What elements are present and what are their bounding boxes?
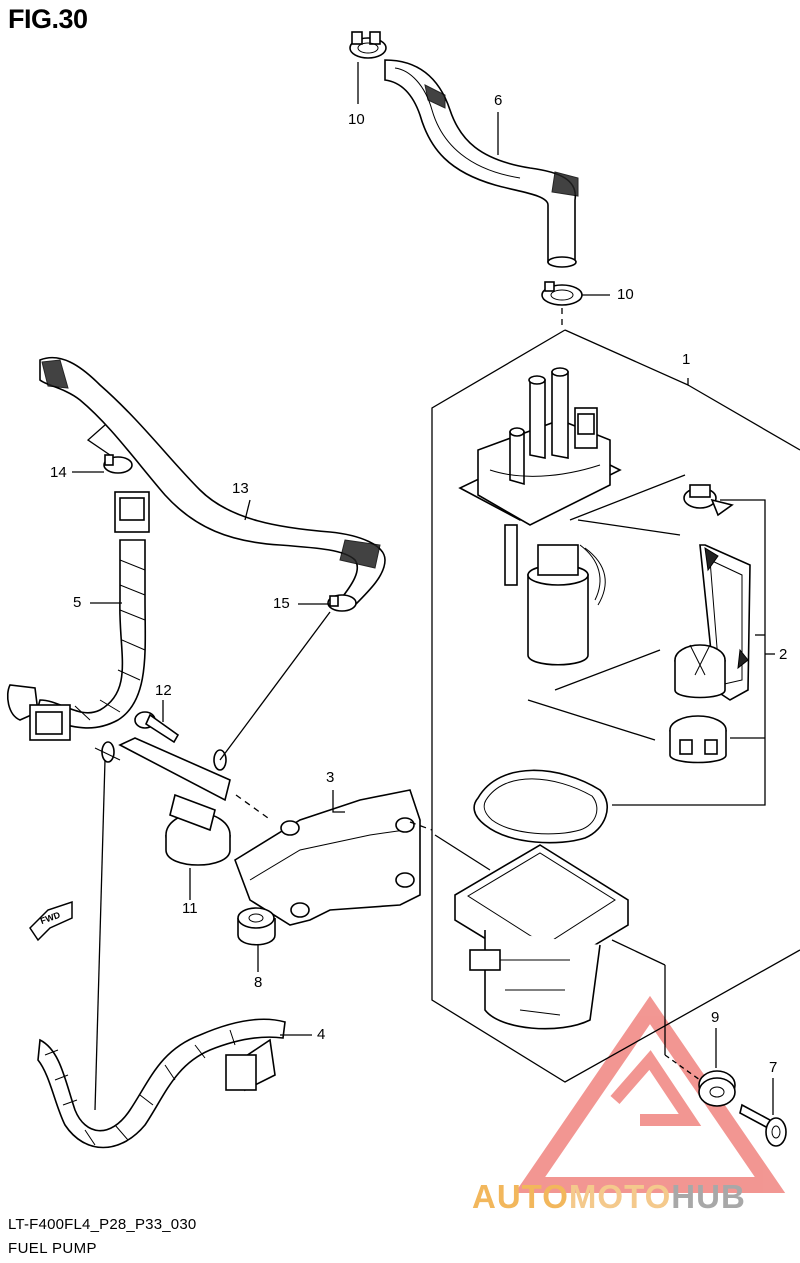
drawing-code: LT-F400FL4_P28_P33_030 [8, 1216, 197, 1233]
leader-3 [332, 790, 345, 813]
callout-3: 3 [326, 769, 335, 786]
callout-7: 7 [769, 1059, 778, 1076]
centerline-reg [235, 794, 269, 819]
watermark-part-2: MOTO [568, 1178, 672, 1215]
grommet-part-9 [698, 1070, 736, 1107]
fuel-tank-housing [434, 834, 666, 1055]
hose-clamp-part-10-lower [541, 281, 583, 306]
leader-harness-4 [94, 759, 106, 1111]
bolt-part-7 [739, 1103, 787, 1147]
mounting-bracket-part-3 [234, 789, 421, 926]
centerline-grommet [664, 1054, 701, 1081]
hose-clamp-part-10-top [349, 31, 387, 59]
bolt-part-12 [134, 711, 180, 744]
rubber-cushion-part-8 [237, 907, 276, 946]
figure-title: FIG.30 [8, 4, 88, 34]
watermark-part-3: HUB [671, 1178, 746, 1215]
assembly-outline-part-1 [431, 329, 800, 1083]
watermark-part-1: AUTO [472, 1178, 569, 1215]
fuel-pump-top-cap [458, 367, 622, 526]
fuel-hose-part-13 [39, 356, 386, 606]
pressure-regulator-part-11 [94, 737, 231, 866]
pump-seal-ring [683, 484, 734, 517]
callout-6: 6 [494, 92, 503, 109]
callout-10-top: 10 [348, 111, 365, 128]
callout-11: 11 [182, 900, 198, 917]
callout-5: 5 [73, 594, 82, 611]
leader-reg-to-15 [219, 611, 331, 761]
callout-1: 1 [682, 351, 691, 368]
hose-clamp-part-15 [327, 594, 357, 612]
drawing-name: FUEL PUMP [8, 1240, 97, 1257]
leader-13 [244, 499, 251, 521]
fuel-pump-body [504, 524, 606, 666]
callout-10-lower: 10 [617, 286, 634, 303]
filter-holder [674, 644, 726, 699]
callout-4: 4 [317, 1026, 326, 1043]
callout-2: 2 [779, 646, 788, 663]
callout-9: 9 [711, 1009, 720, 1026]
callout-13: 13 [232, 480, 249, 497]
leader-14-hook [86, 424, 111, 456]
callout-14: 14 [50, 464, 67, 481]
pump-retainer-clip [669, 715, 727, 764]
callout-8: 8 [254, 974, 263, 991]
leader-2-bracket [527, 474, 775, 806]
callout-12: 12 [155, 682, 172, 699]
hose-clamp-part-14 [103, 454, 133, 474]
centerline-bracket [409, 821, 433, 831]
wiring-harness-part-5 [6, 491, 150, 741]
forward-direction-arrow: FWD [29, 900, 73, 942]
callout-15: 15 [273, 595, 290, 612]
wiring-harness-part-4 [37, 1018, 286, 1149]
fuel-hose-part-6 [384, 59, 579, 268]
watermark-wordmark: AUTOMOTOHUB [472, 1178, 746, 1216]
tank-gasket [473, 769, 609, 844]
